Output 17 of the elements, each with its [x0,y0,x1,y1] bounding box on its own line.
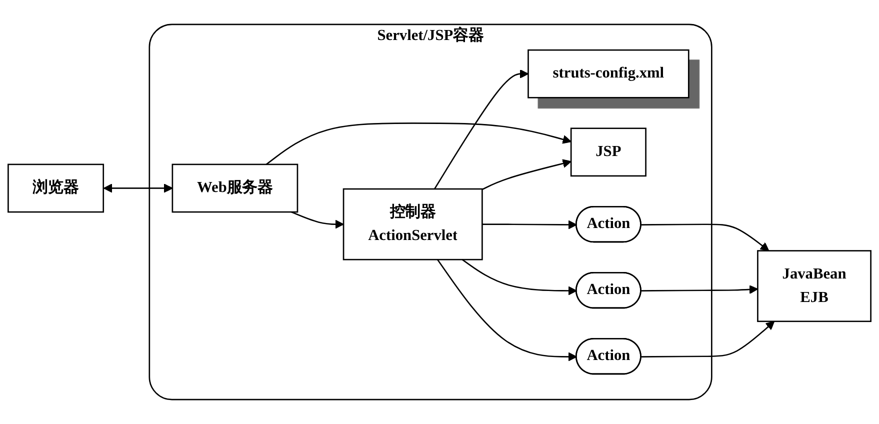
arrow [641,320,775,358]
arrow [437,259,578,362]
arrow [641,285,758,294]
arrow [462,259,578,296]
node-box: Web服务器 [172,164,298,213]
arrow [482,159,572,190]
arrow [641,224,770,252]
arrow [482,220,578,230]
node-box: 控制器 ActionServlet [342,188,483,260]
node-box: JavaBean EJB [757,250,872,322]
node-box: JSP [570,128,646,177]
arrow [103,184,173,193]
arrow [266,122,572,165]
node-box: 浏览器 [8,164,104,213]
arrow [434,69,529,190]
node-box: struts-config.xml [528,49,690,98]
arrow [291,211,344,229]
